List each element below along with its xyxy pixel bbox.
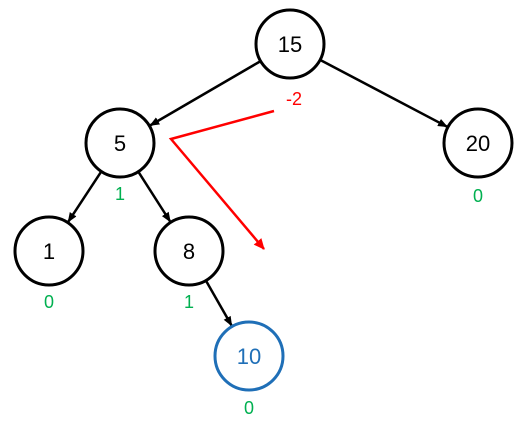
node-value: 15	[278, 32, 302, 57]
edge-n15-n5	[149, 60, 262, 127]
node-value: 10	[237, 344, 261, 369]
balance-factor-label: 0	[244, 398, 254, 418]
edge-n8-n10	[204, 279, 233, 327]
balance-factor-label: 1	[115, 184, 125, 204]
rotation-arrow	[168, 109, 275, 250]
balance-factor-label: -2	[286, 89, 302, 109]
balance-factor-label: 0	[473, 186, 483, 206]
balance-factor-label: 0	[44, 292, 54, 312]
node-value: 1	[43, 239, 55, 264]
node-circle	[13, 215, 85, 287]
node-value: 5	[114, 131, 126, 156]
node-circle	[153, 215, 225, 287]
node-circle	[84, 107, 156, 179]
node-value: 8	[183, 239, 195, 264]
tree-node-1: 10	[13, 215, 85, 312]
edge-n15-n20	[319, 58, 448, 128]
tree-node-5: 51	[84, 107, 156, 204]
edges-layer	[67, 58, 448, 327]
tree-node-20: 20 0	[442, 107, 514, 206]
node-circle	[213, 320, 285, 392]
balance-factor-label: 1	[184, 292, 194, 312]
edge-n5-n8	[137, 170, 172, 223]
tree-node-10: 10 0	[213, 320, 285, 418]
tree-node-8: 81	[153, 215, 225, 312]
node-value: 20	[466, 131, 490, 156]
node-circle	[254, 8, 326, 80]
edge-n5-n1	[67, 170, 103, 223]
tree-node-15: 15 -2	[254, 8, 326, 109]
node-circle	[442, 107, 514, 179]
